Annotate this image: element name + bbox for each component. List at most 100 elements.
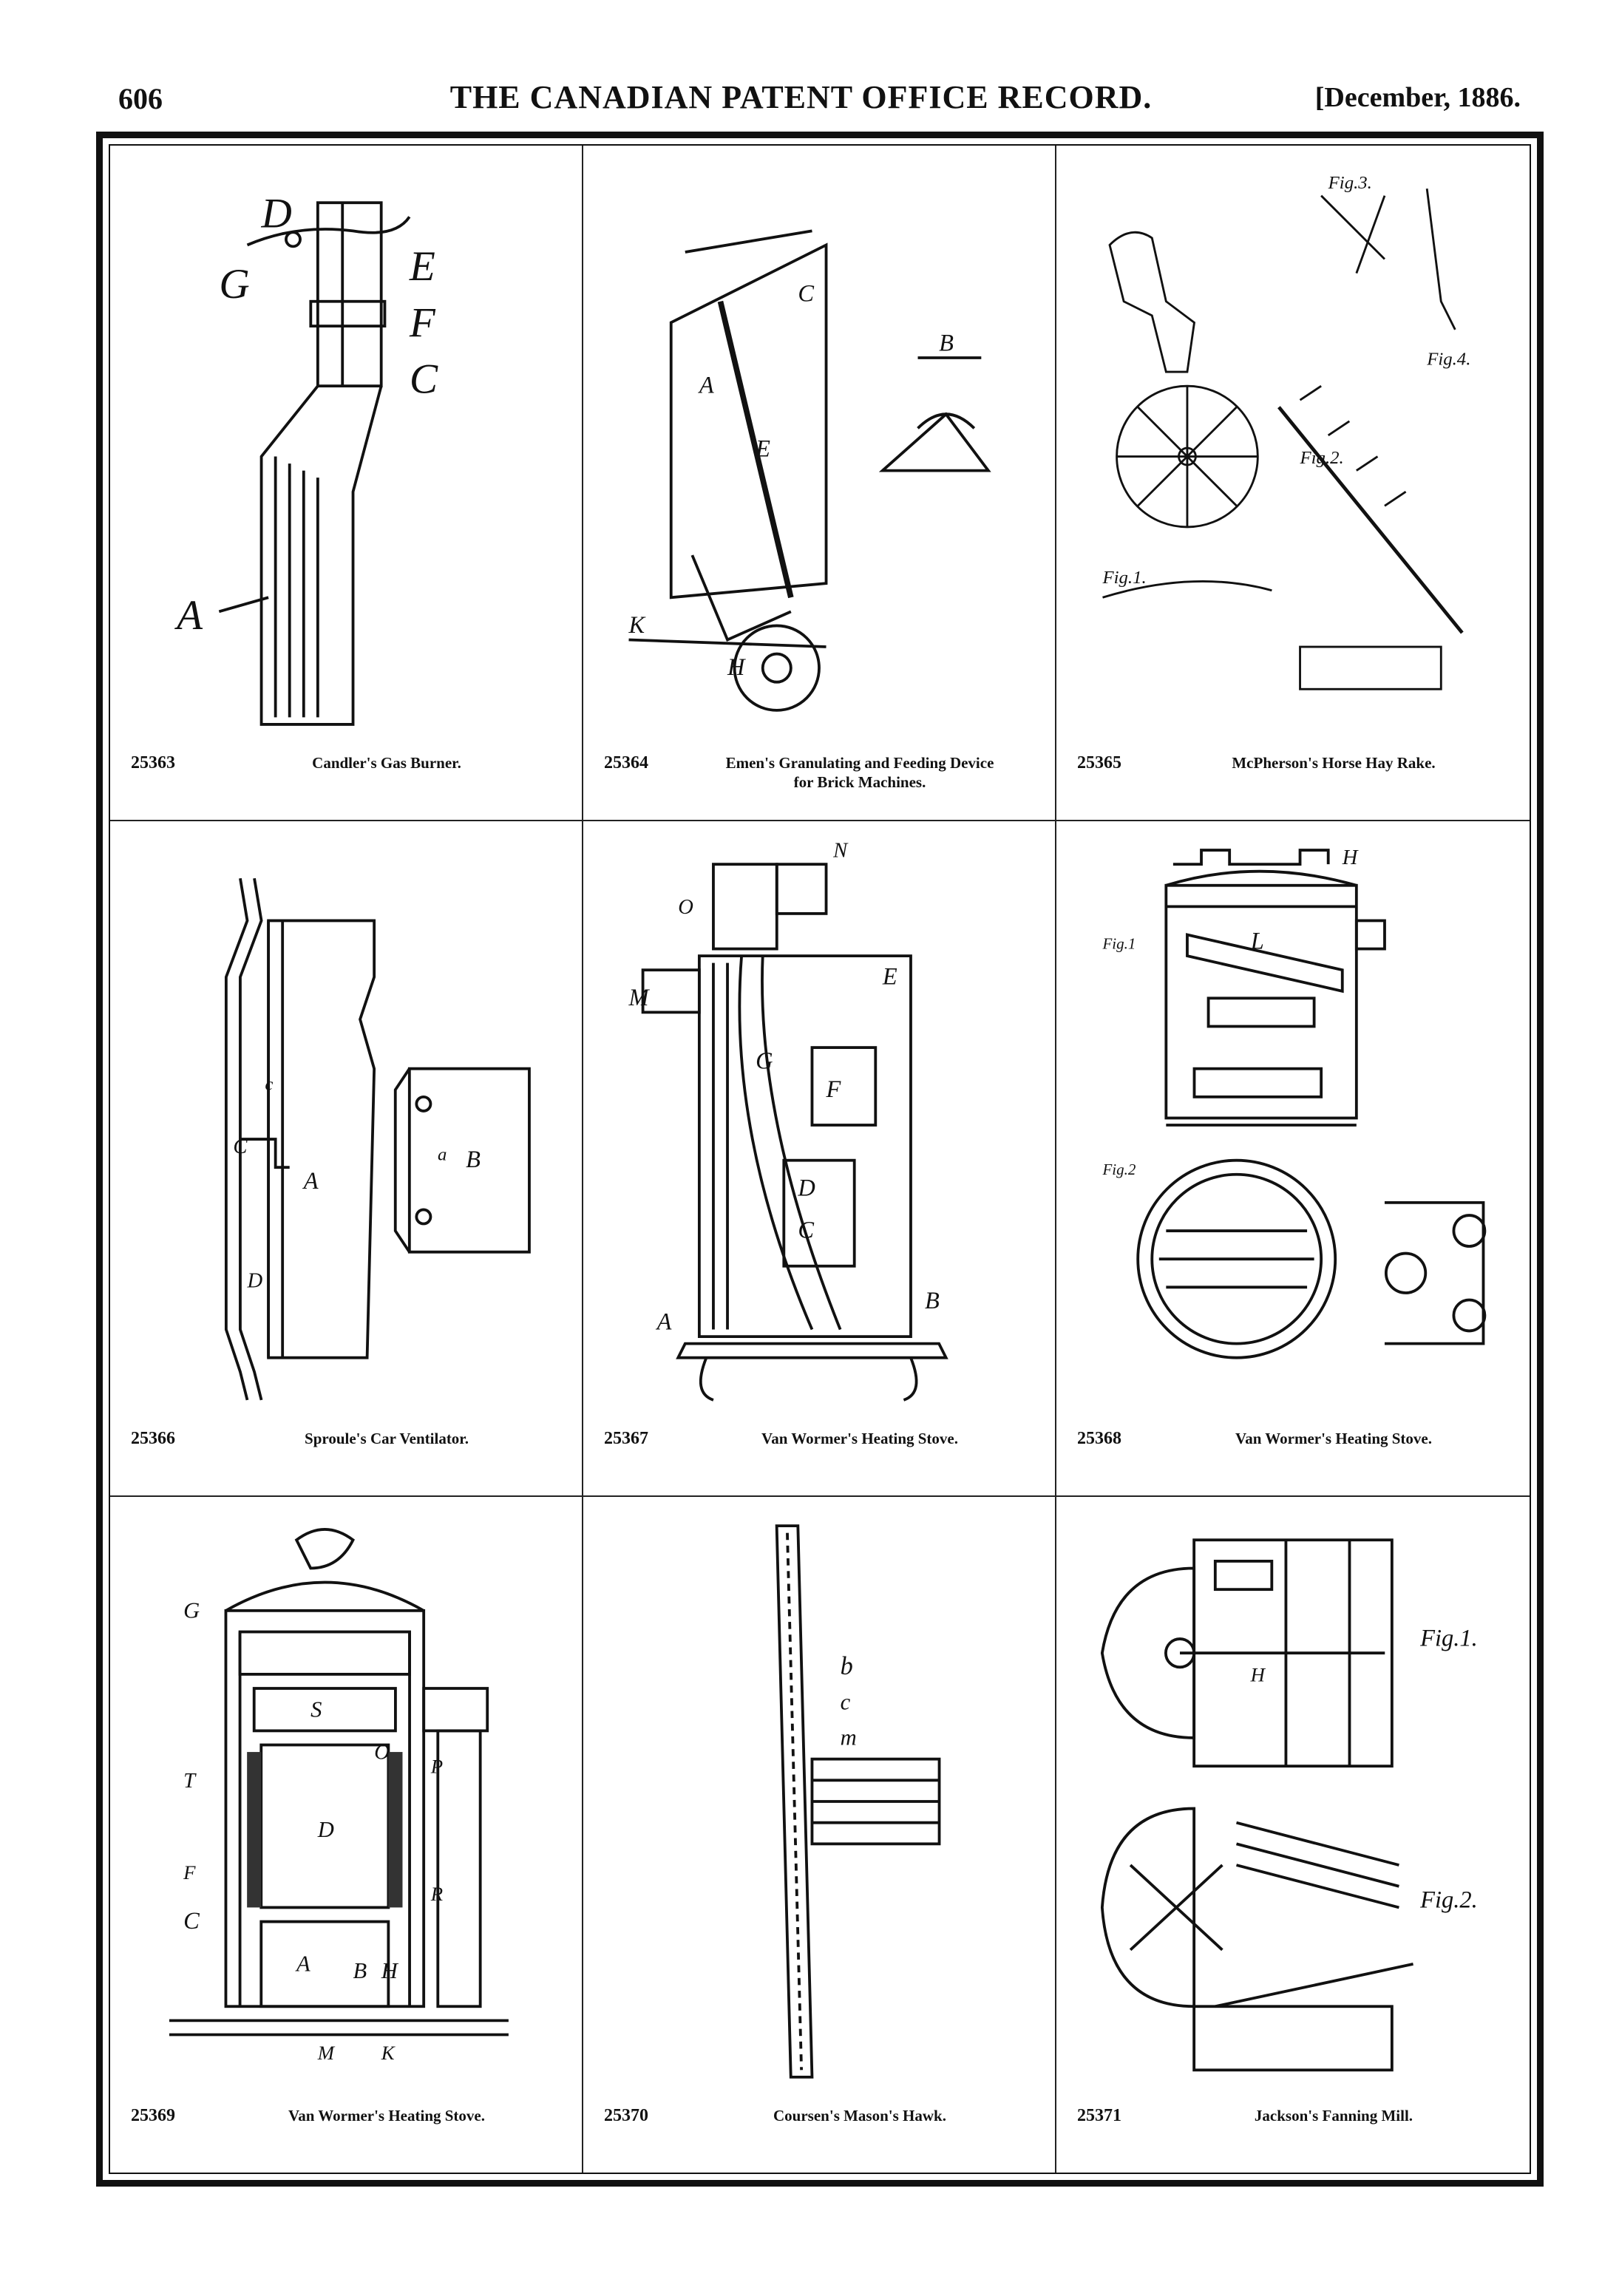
label-f: F bbox=[183, 1861, 196, 1884]
label-fig2: Fig.2. bbox=[1419, 1886, 1478, 1913]
label-c: C bbox=[233, 1135, 248, 1158]
patent-number: 25363 bbox=[131, 753, 175, 772]
horse-hay-rake-drawing: Fig.1. Fig.2. Fig.3. Fig.4. bbox=[1079, 160, 1507, 738]
label-d: D bbox=[797, 1175, 815, 1201]
label-l: L bbox=[1250, 928, 1264, 955]
plate-inner-border: D G E F C A 25363 Candler's Gas Burner. bbox=[109, 144, 1531, 2174]
patent-cell: A B C D a c 25366 Sproule's Car Ventilat… bbox=[110, 821, 583, 1497]
patent-grid: D G E F C A 25363 Candler's Gas Burner. bbox=[110, 146, 1530, 2173]
label-m: m bbox=[841, 1725, 857, 1750]
patent-caption: 25365 McPherson's Horse Hay Rake. bbox=[1071, 747, 1515, 799]
label-t: T bbox=[183, 1769, 197, 1793]
label-fig2: Fig.2. bbox=[1300, 448, 1344, 468]
patent-number: 25370 bbox=[604, 2106, 648, 2125]
patent-number: 25369 bbox=[131, 2106, 175, 2125]
patent-title: Van Wormer's Heating Stove. bbox=[761, 1430, 958, 1447]
patent-title: Candler's Gas Burner. bbox=[312, 754, 461, 772]
patent-plate: D G E F C A 25363 Candler's Gas Burner. bbox=[96, 132, 1544, 2187]
patent-caption: 25367 Van Wormer's Heating Stove. bbox=[598, 1423, 1040, 1475]
patent-caption: 25371 Jackson's Fanning Mill. bbox=[1071, 2100, 1515, 2152]
label-a: A bbox=[302, 1168, 319, 1195]
patent-caption: 25364 Emen's Granulating and Feeding Dev… bbox=[598, 747, 1040, 799]
label-m: M bbox=[628, 985, 651, 1011]
heating-stove-section-drawing: L H Fig.1 Fig.2 bbox=[1079, 836, 1507, 1414]
label-k: K bbox=[628, 612, 646, 639]
label-b: B bbox=[466, 1147, 481, 1173]
patent-caption: 25370 Coursen's Mason's Hawk. bbox=[598, 2100, 1040, 2152]
label-h: H bbox=[727, 654, 746, 681]
label-a: A bbox=[656, 1309, 672, 1336]
label-e: E bbox=[755, 436, 770, 463]
label-h: H bbox=[1342, 846, 1359, 869]
patent-number: 25367 bbox=[604, 1429, 648, 1448]
patent-title: Van Wormer's Heating Stove. bbox=[1235, 1430, 1432, 1447]
label-g: G bbox=[756, 1048, 773, 1075]
label-o: O bbox=[678, 896, 693, 919]
patent-number: 25366 bbox=[131, 1429, 175, 1448]
label-c: C bbox=[798, 1217, 814, 1244]
label-g: G bbox=[183, 1597, 200, 1623]
patent-cell: M E F D C G B A N O 25367 Van Wormer's H… bbox=[583, 821, 1056, 1497]
gas-burner-drawing: D G E F C A bbox=[132, 160, 560, 738]
label-r: R bbox=[430, 1883, 443, 1905]
patent-cell: b c m 25370 Coursen's Mason's Hawk. bbox=[583, 1497, 1056, 2173]
label-b: b bbox=[841, 1652, 853, 1680]
patent-title: Van Wormer's Heating Stove. bbox=[288, 2107, 485, 2125]
masons-hawk-drawing: b c m bbox=[605, 1512, 1033, 2091]
patent-cell: A B E K H C 25364 Emen's Granulating and… bbox=[583, 146, 1056, 821]
label-b: B bbox=[925, 1288, 940, 1314]
patent-caption: 25369 Van Wormer's Heating Stove. bbox=[125, 2100, 567, 2152]
label-fig3: Fig.3. bbox=[1328, 173, 1372, 193]
patent-title: McPherson's Horse Hay Rake. bbox=[1232, 754, 1436, 772]
heating-stove-sectional-drawing: G S O D A B H T F M K C P R bbox=[132, 1512, 560, 2091]
fanning-mill-drawing: Fig.1. Fig.2. H bbox=[1079, 1512, 1507, 2091]
patent-title: Coursen's Mason's Hawk. bbox=[773, 2107, 946, 2125]
running-title: THE CANADIAN PATENT OFFICE RECORD. bbox=[449, 79, 1153, 115]
patent-number: 25364 bbox=[604, 753, 648, 772]
label-fig1: Fig.1. bbox=[1419, 1626, 1478, 1652]
label-h: H bbox=[381, 1958, 399, 1983]
label-f: F bbox=[826, 1076, 842, 1103]
label-small-c: c bbox=[265, 1074, 273, 1094]
patent-caption: 25366 Sproule's Car Ventilator. bbox=[125, 1423, 567, 1475]
label-d: D bbox=[261, 191, 292, 237]
issue-date: [December, 1886. bbox=[1314, 82, 1521, 113]
label-p: P bbox=[430, 1756, 443, 1778]
label-e: E bbox=[409, 243, 435, 290]
page-number: 606 bbox=[118, 82, 163, 115]
patent-title: Sproule's Car Ventilator. bbox=[305, 1430, 469, 1447]
granulating-device-drawing: A B E K H C bbox=[605, 160, 1033, 738]
label-fig4: Fig.4. bbox=[1426, 350, 1470, 370]
label-c: C bbox=[410, 356, 438, 403]
label-a: A bbox=[295, 1951, 310, 1976]
label-o: O bbox=[374, 1741, 390, 1765]
label-a: A bbox=[698, 373, 714, 399]
label-s: S bbox=[310, 1696, 322, 1722]
label-fig1: Fig.1 bbox=[1102, 935, 1136, 953]
patent-number: 25368 bbox=[1077, 1429, 1121, 1448]
patent-number: 25365 bbox=[1077, 753, 1121, 772]
patent-cell: Fig.1. Fig.2. H 25371 Jackson's Fanning … bbox=[1056, 1497, 1530, 2173]
label-f: F bbox=[409, 299, 436, 346]
page-header: 606 THE CANADIAN PATENT OFFICE RECORD. [… bbox=[0, 0, 1602, 133]
label-small-a: a bbox=[438, 1145, 447, 1165]
label-m: M bbox=[317, 2042, 336, 2064]
label-g: G bbox=[219, 261, 249, 308]
label-fig2: Fig.2 bbox=[1102, 1161, 1136, 1178]
label-fig1: Fig.1. bbox=[1102, 568, 1147, 588]
patent-title: Emen's Granulating and Feeding Device fo… bbox=[725, 754, 994, 791]
label-k: K bbox=[381, 2042, 396, 2064]
label-b: B bbox=[939, 330, 954, 356]
patent-cell: D G E F C A 25363 Candler's Gas Burner. bbox=[110, 146, 583, 821]
label-a: A bbox=[174, 592, 203, 639]
label-n: N bbox=[832, 840, 849, 863]
label-d: D bbox=[317, 1817, 334, 1842]
patent-title: Jackson's Fanning Mill. bbox=[1254, 2107, 1413, 2125]
label-c: C bbox=[183, 1908, 200, 1935]
patent-cell: G S O D A B H T F M K C P R bbox=[110, 1497, 583, 2173]
label-b: B bbox=[353, 1958, 367, 1983]
car-ventilator-drawing: A B C D a c bbox=[132, 836, 560, 1414]
patent-cell: L H Fig.1 Fig.2 25368 Van Wormer's Heati… bbox=[1056, 821, 1530, 1497]
label-h: H bbox=[1250, 1663, 1266, 1685]
heating-stove-drawing: M E F D C G B A N O bbox=[605, 836, 1033, 1414]
